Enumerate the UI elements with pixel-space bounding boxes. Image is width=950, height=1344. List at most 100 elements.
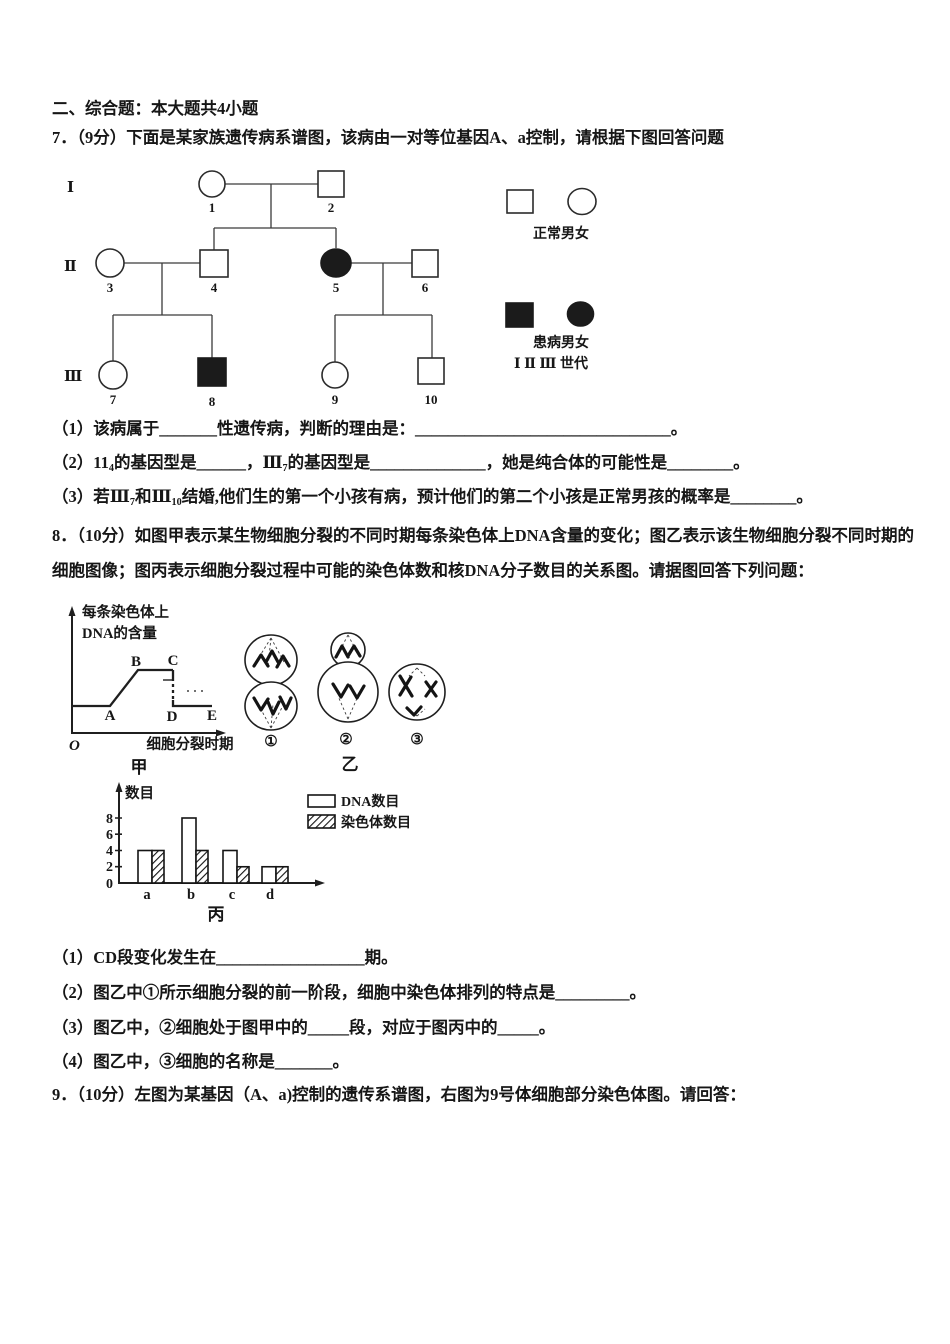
bing-legend: DNA数目 染色体数目 <box>307 793 411 831</box>
pedigree-affected-male-8 <box>197 357 227 387</box>
cell-2-unequal-division <box>317 632 379 723</box>
q7-sub3-s1: 10 <box>171 496 182 508</box>
cell-label-2: ② <box>339 732 352 748</box>
category-b: b <box>187 887 195 903</box>
category-a: a <box>143 887 151 903</box>
q7-sub2-s0: 4 <box>108 462 114 474</box>
jia-axes <box>68 606 226 737</box>
bing-bars <box>137 817 289 884</box>
q7-sub3-t1: 和Ⅲ <box>134 487 172 506</box>
legend-dna-swatch <box>307 794 336 808</box>
point-label-C: C <box>168 653 179 669</box>
legend-affected-female-icon <box>566 301 595 327</box>
jia-ylabel-line1: 每条染色体上 <box>82 603 169 621</box>
cell-label-1: ① <box>264 734 277 750</box>
pedigree-legend: 正常男女 患病男女 Ⅰ Ⅱ Ⅲ 世代 <box>505 187 597 372</box>
generation-label-3: Ⅲ <box>64 369 82 385</box>
q8-sub1: （1）CD段变化发生在__________________期。 <box>52 948 398 967</box>
yi-caption: 乙 <box>342 755 359 774</box>
pedigree-male-6 <box>411 249 439 278</box>
pedigree-male-4 <box>199 249 229 278</box>
bar-b-dna <box>181 817 197 884</box>
q7-sub3-t0: （3）若Ⅲ <box>52 487 130 506</box>
legend-chromosome-swatch <box>307 814 336 829</box>
y-axis-arrow-icon <box>68 606 76 616</box>
bar-d-dna <box>261 865 277 884</box>
point-label-E: E <box>207 708 217 724</box>
point-label-B: B <box>131 654 141 670</box>
ytick-2: 2 <box>106 860 113 875</box>
generation-label-2: Ⅱ <box>64 259 77 275</box>
legend-affected-label: 患病男女 <box>533 334 589 351</box>
pedigree-female-1 <box>198 170 226 198</box>
bing-x-axis-arrow-icon <box>315 879 325 887</box>
member-number-7: 7 <box>110 392 117 407</box>
point-label-D: D <box>167 709 178 725</box>
bar-a-dna <box>137 849 153 884</box>
jia-point-labels: A B C D E <box>105 653 217 725</box>
bar-c-dna <box>222 849 238 884</box>
category-c: c <box>229 887 236 903</box>
bar-d-chromosome <box>275 865 289 884</box>
member-number-9: 9 <box>332 392 339 407</box>
ytick-4: 4 <box>106 844 113 859</box>
legend-normal-female-icon <box>567 187 597 216</box>
q7-sub1: （1）该病属于_______性遗传病，判断的理由是：______________… <box>52 419 688 438</box>
jia-curve <box>72 668 212 708</box>
legend-normal-label: 正常男女 <box>533 225 589 242</box>
legend-affected-male-icon <box>505 302 534 328</box>
pedigree-female-3 <box>95 248 125 278</box>
q7-sub2-t1: 的基因型是______，Ⅲ <box>113 453 283 472</box>
q7-sub2: （2）114的基因型是______，Ⅲ7的基因型是______________，… <box>52 453 750 475</box>
pedigree-affected-female-5 <box>320 248 352 278</box>
category-d: d <box>266 887 274 903</box>
q8-sub4: （4）图乙中，③细胞的名称是_______。 <box>52 1052 349 1071</box>
generation-label-1: Ⅰ <box>67 180 74 196</box>
jia-origin-label: O <box>69 738 80 754</box>
q7-sub3: （3）若Ⅲ7和Ⅲ10结婚,他们生的第一个小孩有病，预计他们的第二个小孩是正常男孩… <box>52 487 813 509</box>
pedigree-figure: Ⅰ Ⅱ Ⅲ <box>64 170 597 409</box>
q7-sub2-t2: 的基因型是______________，她是纯合体的可能性是________。 <box>287 453 750 472</box>
bar-chart-bing: 数目 8 6 4 2 0 a b c d 丙 DNA数目 染色体数目 <box>106 782 411 924</box>
q7-sub2-s1: 7 <box>282 462 288 474</box>
cell-labels: ① ② ③ <box>264 732 423 750</box>
member-number-1: 1 <box>209 200 216 215</box>
q8-stem: 8．（10分）如图甲表示某生物细胞分裂的不同时期每条染色体上DNA含量的变化；图… <box>52 526 914 580</box>
legend-generation-caption: Ⅰ Ⅱ Ⅲ 世代 <box>514 355 588 372</box>
jia-caption: 甲 <box>131 758 148 777</box>
legend-dna-label: DNA数目 <box>341 793 399 810</box>
jia-xlabel: 细胞分裂时期 <box>147 735 234 753</box>
cell-figures-yi: ① ② ③ 乙 <box>244 632 446 774</box>
legend-chromosome-label: 染色体数目 <box>341 814 411 831</box>
member-number-4: 4 <box>211 280 218 295</box>
ytick-6: 6 <box>106 828 113 843</box>
pedigree-female-7 <box>98 360 128 390</box>
pedigree-lines <box>112 183 433 362</box>
ytick-0: 0 <box>106 877 113 892</box>
bar-c-chromosome <box>236 865 250 884</box>
q7-sub3-t2: 结婚,他们生的第一个小孩有病，预计他们的第二个小孩是正常男孩的概率是______… <box>181 487 813 506</box>
cell-1-anaphase <box>244 634 298 731</box>
member-number-6: 6 <box>422 280 429 295</box>
bing-caption: 丙 <box>208 905 225 924</box>
pedigree-male-10 <box>417 357 445 385</box>
member-number-8: 8 <box>209 394 216 409</box>
bar-b-chromosome <box>195 849 209 884</box>
member-number-5: 5 <box>333 280 340 295</box>
cell-3-chromosome-cell <box>388 663 446 721</box>
jia-dot <box>194 690 196 692</box>
bing-category-labels: a b c d <box>143 887 274 903</box>
line-chart-jia: 每条染色体上 DNA的含量 A B C D E O 细胞分裂时期 甲 <box>68 603 234 777</box>
legend-normal-male-icon <box>506 189 534 214</box>
pedigree-numbers: 1 2 3 4 5 6 7 8 9 10 <box>107 200 438 409</box>
jia-ylabel-line2: DNA的含量 <box>82 624 157 642</box>
ytick-8: 8 <box>106 812 113 827</box>
x-axis-arrow-icon <box>216 729 226 737</box>
bar-a-chromosome <box>151 849 165 884</box>
member-number-2: 2 <box>328 200 335 215</box>
cell-label-3: ③ <box>410 732 423 748</box>
jia-dot <box>201 690 203 692</box>
bing-ytick-labels: 8 6 4 2 0 <box>106 812 113 892</box>
point-label-A: A <box>105 708 116 724</box>
